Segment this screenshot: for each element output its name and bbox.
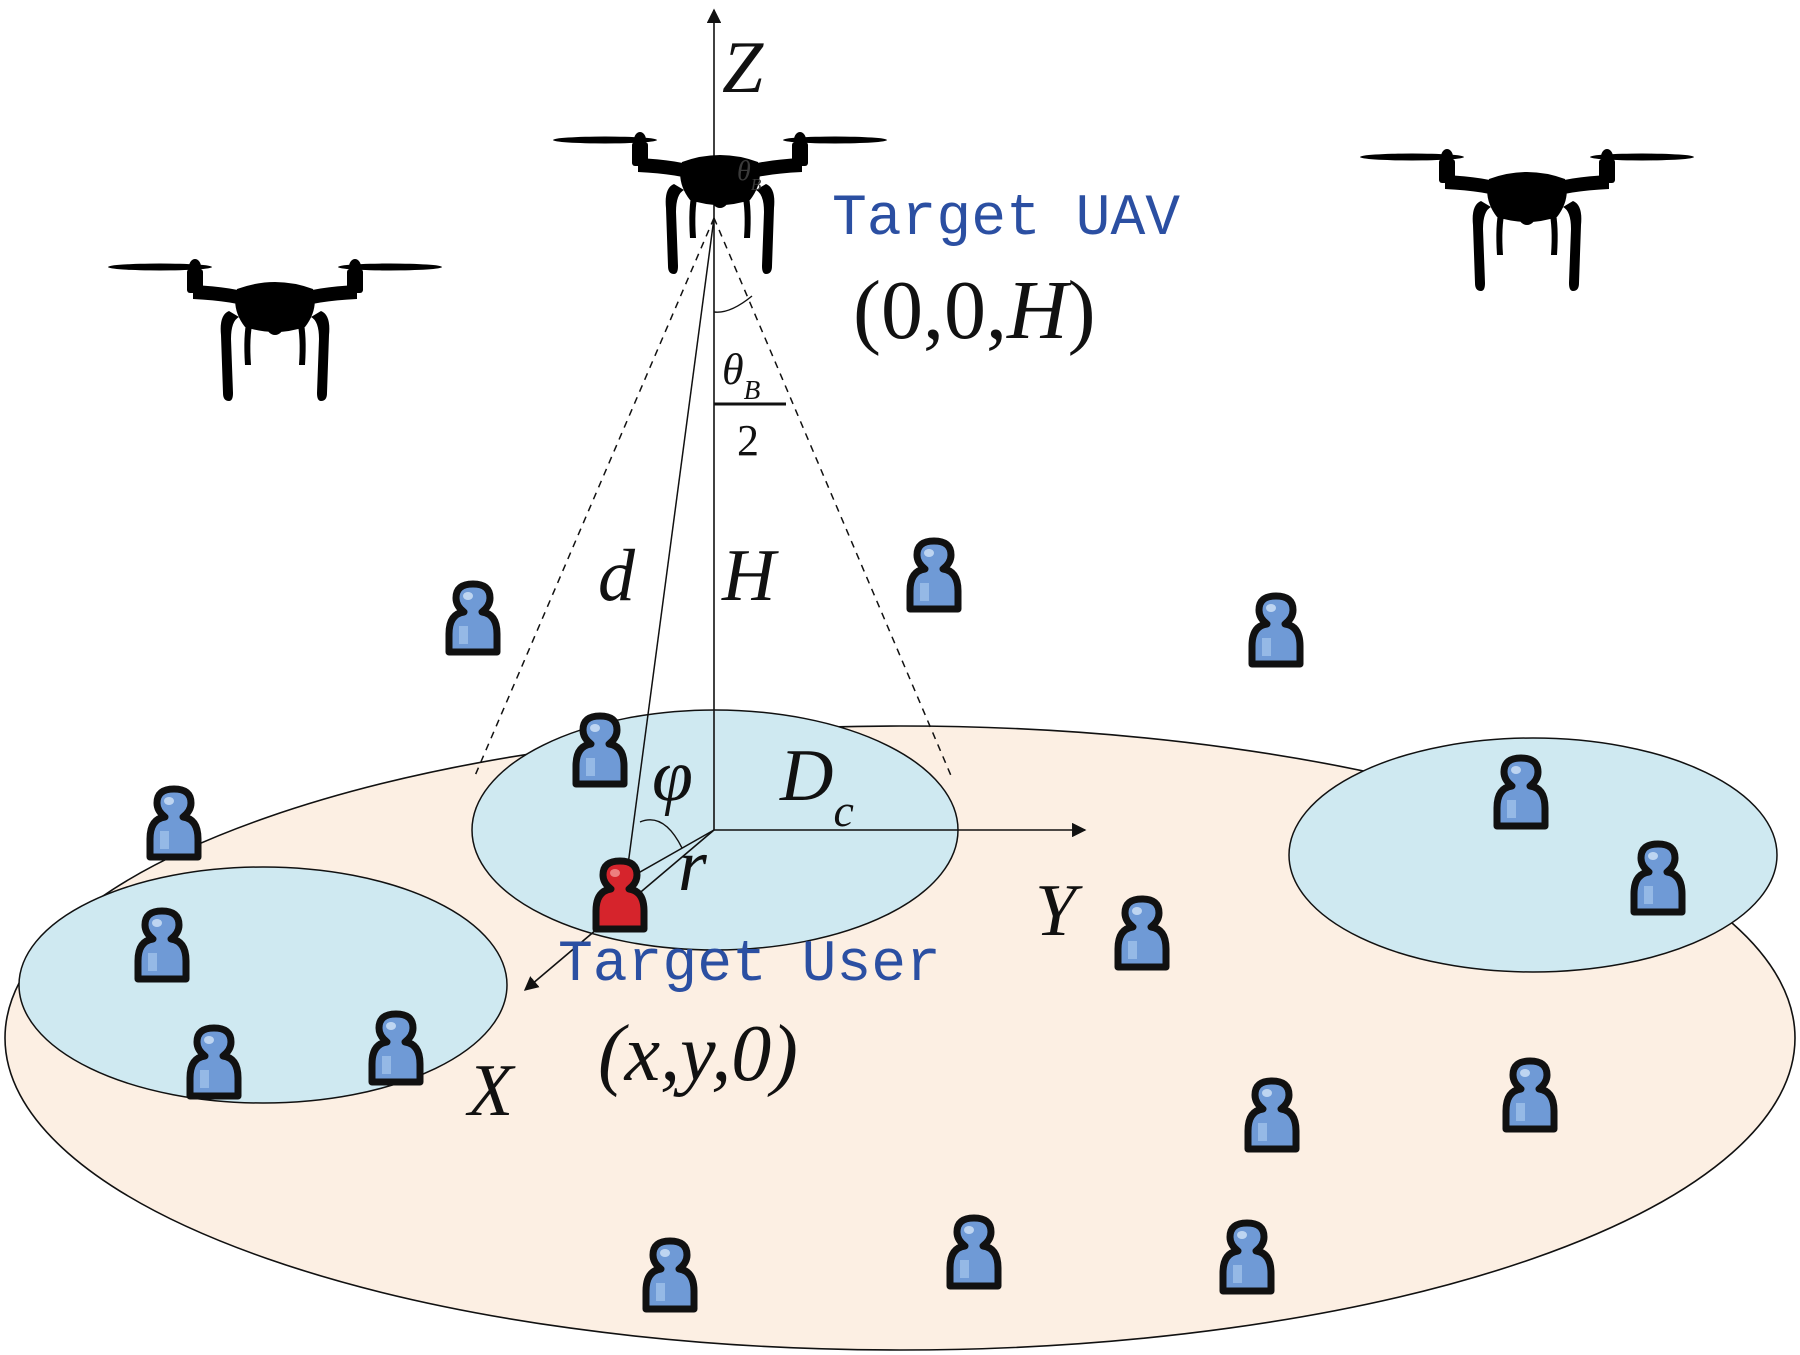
radius-line xyxy=(625,829,715,881)
theta-b-numerator: θB xyxy=(722,345,761,405)
user-icon xyxy=(910,541,958,609)
beam-edge-left xyxy=(473,217,715,779)
z-axis-label: Z xyxy=(722,27,764,109)
height-h-label: H xyxy=(721,535,779,617)
user-icon xyxy=(1223,1223,1271,1291)
phi-angle-arc xyxy=(639,819,683,849)
target-uav-label: Target UAV xyxy=(832,187,1180,252)
user-icon xyxy=(1118,899,1166,967)
user-icon xyxy=(449,584,497,652)
beam-angle-arc xyxy=(713,295,753,313)
beam-edge-right xyxy=(713,217,953,779)
theta-faint-label: θB xyxy=(737,156,762,194)
user-icon xyxy=(1506,1061,1554,1129)
user-icon xyxy=(1497,758,1545,826)
user-icon xyxy=(1248,1081,1296,1149)
target-user-label: Target User xyxy=(558,933,941,998)
left-drone-icon xyxy=(108,259,442,401)
coverage-dc-label: Dc xyxy=(779,735,854,836)
user-icon xyxy=(576,716,624,784)
user-icon xyxy=(190,1028,238,1096)
theta-b-denominator: 2 xyxy=(737,416,759,465)
right-drone-icon xyxy=(1360,149,1694,291)
user-icon xyxy=(1634,844,1682,912)
left-cluster-area xyxy=(18,866,508,1104)
distance-d-label: d xyxy=(598,535,636,617)
user-icon xyxy=(1252,596,1300,664)
target-user-icon xyxy=(596,861,644,929)
user-icon xyxy=(646,1241,694,1309)
phi-label: φ xyxy=(652,735,693,817)
y-axis-label: Y xyxy=(1035,870,1083,952)
x-axis-label: X xyxy=(465,1050,516,1132)
user-icon xyxy=(150,789,198,857)
radius-r-label: r xyxy=(678,825,708,907)
distance-line xyxy=(625,217,715,881)
user-icon xyxy=(372,1014,420,1082)
user-icon xyxy=(950,1218,998,1286)
uav-coords-label: (0,0,H) xyxy=(853,264,1096,357)
user-coords-label: (x,y,0) xyxy=(598,1010,798,1098)
user-icon xyxy=(138,911,186,979)
